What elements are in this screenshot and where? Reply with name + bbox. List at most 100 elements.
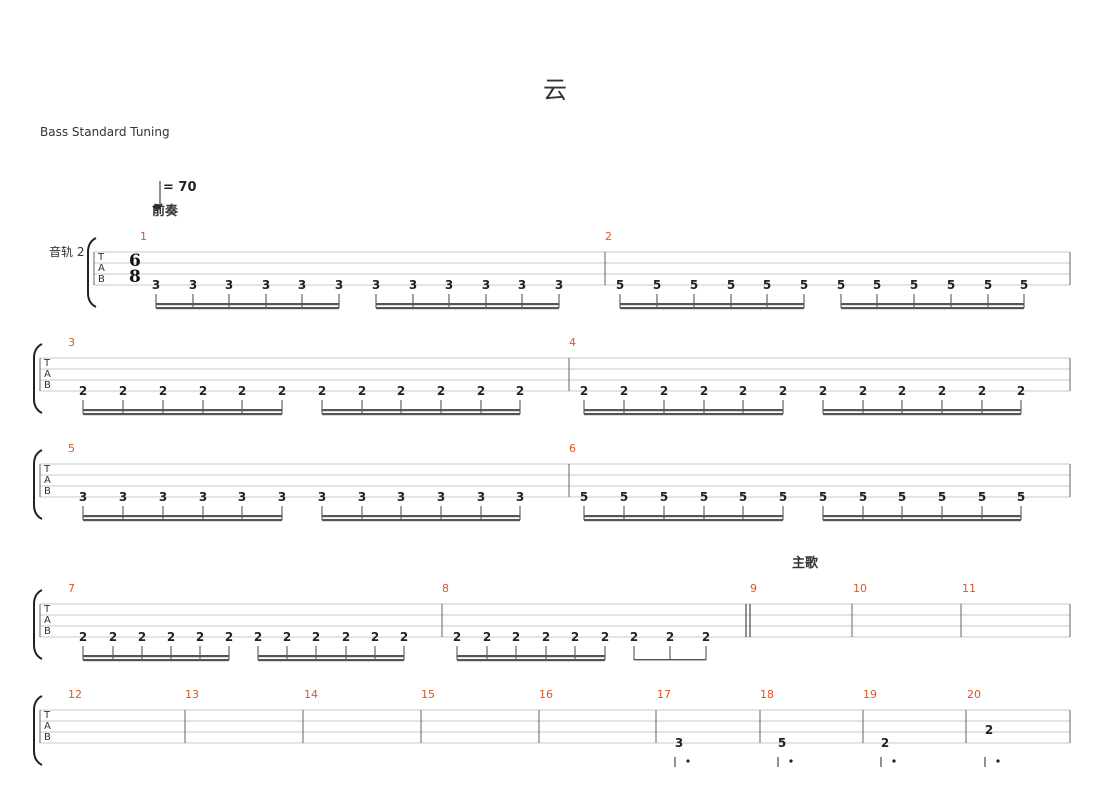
fret-number: 3 xyxy=(372,278,380,292)
fret-number: 5 xyxy=(653,278,661,292)
fret-number: 3 xyxy=(189,278,197,292)
beam xyxy=(156,307,339,310)
tab-letter: B xyxy=(44,626,51,637)
fret-number: 2 xyxy=(397,384,405,398)
score-title: 云 xyxy=(543,76,567,104)
beam xyxy=(83,519,282,522)
section-label-verse: 主歌 xyxy=(792,556,819,571)
fret-number: 5 xyxy=(763,278,771,292)
fret-number: 3 xyxy=(409,278,417,292)
section-label-intro: 前奏 xyxy=(152,204,179,219)
dot xyxy=(892,759,896,763)
fret-number: 2 xyxy=(779,384,787,398)
track-label: 音轨 2 xyxy=(49,245,85,259)
fret-number: 5 xyxy=(873,278,881,292)
fret-number: 3 xyxy=(358,490,366,504)
system-bracket xyxy=(87,237,97,308)
fret-number: 5 xyxy=(859,490,867,504)
fret-number: 5 xyxy=(910,278,918,292)
fret-number: 2 xyxy=(167,630,175,644)
beam xyxy=(620,303,804,306)
fret-number: 2 xyxy=(278,384,286,398)
measure-number: 4 xyxy=(569,336,576,349)
fret-number: 2 xyxy=(283,630,291,644)
fret-number: 3 xyxy=(152,278,160,292)
fret-number: 2 xyxy=(630,630,638,644)
fret-number: 5 xyxy=(947,278,955,292)
quarter-note-icon xyxy=(153,181,161,210)
fret-number: 2 xyxy=(938,384,946,398)
measure-number: 15 xyxy=(421,688,435,701)
fret-number: 2 xyxy=(119,384,127,398)
measure-number: 19 xyxy=(863,688,877,701)
fret-number: 3 xyxy=(437,490,445,504)
fret-number: 2 xyxy=(571,630,579,644)
tab-letter: A xyxy=(44,721,51,732)
fret-number: 3 xyxy=(159,490,167,504)
fret-number: 2 xyxy=(400,630,408,644)
fret-number: 3 xyxy=(555,278,563,292)
measure-number: 10 xyxy=(853,582,867,595)
fret-number: 3 xyxy=(518,278,526,292)
fret-number: 3 xyxy=(79,490,87,504)
fret-number: 3 xyxy=(516,490,524,504)
fret-number: 2 xyxy=(371,630,379,644)
system-bracket xyxy=(33,449,43,520)
beam xyxy=(584,519,783,522)
fret-number: 5 xyxy=(938,490,946,504)
measure-number: 6 xyxy=(569,442,576,455)
fret-number: 3 xyxy=(278,490,286,504)
dot xyxy=(996,759,1000,763)
fret-number: 3 xyxy=(445,278,453,292)
fret-number: 2 xyxy=(620,384,628,398)
fret-number: 5 xyxy=(690,278,698,292)
tab-letter: B xyxy=(44,380,51,391)
fret-number: 3 xyxy=(675,736,683,750)
beam xyxy=(83,409,282,412)
fret-number: 2 xyxy=(196,630,204,644)
fret-number: 2 xyxy=(1017,384,1025,398)
measure-number: 14 xyxy=(304,688,318,701)
fret-number: 2 xyxy=(159,384,167,398)
measure-number: 20 xyxy=(967,688,981,701)
fret-number: 5 xyxy=(660,490,668,504)
beam xyxy=(322,515,520,518)
fret-number: 5 xyxy=(800,278,808,292)
fret-number: 2 xyxy=(666,630,674,644)
system-bracket xyxy=(33,589,43,660)
beam xyxy=(823,413,1021,416)
tab-letter: T xyxy=(43,464,51,475)
fret-number: 3 xyxy=(482,278,490,292)
fret-number: 2 xyxy=(477,384,485,398)
beam xyxy=(376,307,559,310)
fret-number: 2 xyxy=(109,630,117,644)
fret-number: 2 xyxy=(859,384,867,398)
dot xyxy=(789,759,793,763)
tuning-label: Bass Standard Tuning xyxy=(40,125,170,139)
fret-number: 2 xyxy=(739,384,747,398)
fret-number: 2 xyxy=(358,384,366,398)
fret-number: 2 xyxy=(318,384,326,398)
beam xyxy=(457,655,605,658)
fret-number: 5 xyxy=(837,278,845,292)
fret-number: 3 xyxy=(238,490,246,504)
system-bracket xyxy=(33,343,43,414)
fret-number: 2 xyxy=(512,630,520,644)
tab-letter: T xyxy=(43,710,51,721)
fret-number: 2 xyxy=(580,384,588,398)
beam xyxy=(620,307,804,310)
measure-number: 7 xyxy=(68,582,75,595)
tab-letter: B xyxy=(44,486,51,497)
measure-number: 1 xyxy=(140,230,147,243)
beam xyxy=(322,413,520,416)
measure-number: 18 xyxy=(760,688,774,701)
tab-letter: B xyxy=(44,732,51,743)
beam xyxy=(457,659,605,662)
measure-number: 11 xyxy=(962,582,976,595)
fret-number: 3 xyxy=(477,490,485,504)
fret-number: 2 xyxy=(342,630,350,644)
tab-letter: A xyxy=(44,369,51,380)
tab-letter: A xyxy=(44,475,51,486)
fret-number: 3 xyxy=(262,278,270,292)
measure-number: 8 xyxy=(442,582,449,595)
